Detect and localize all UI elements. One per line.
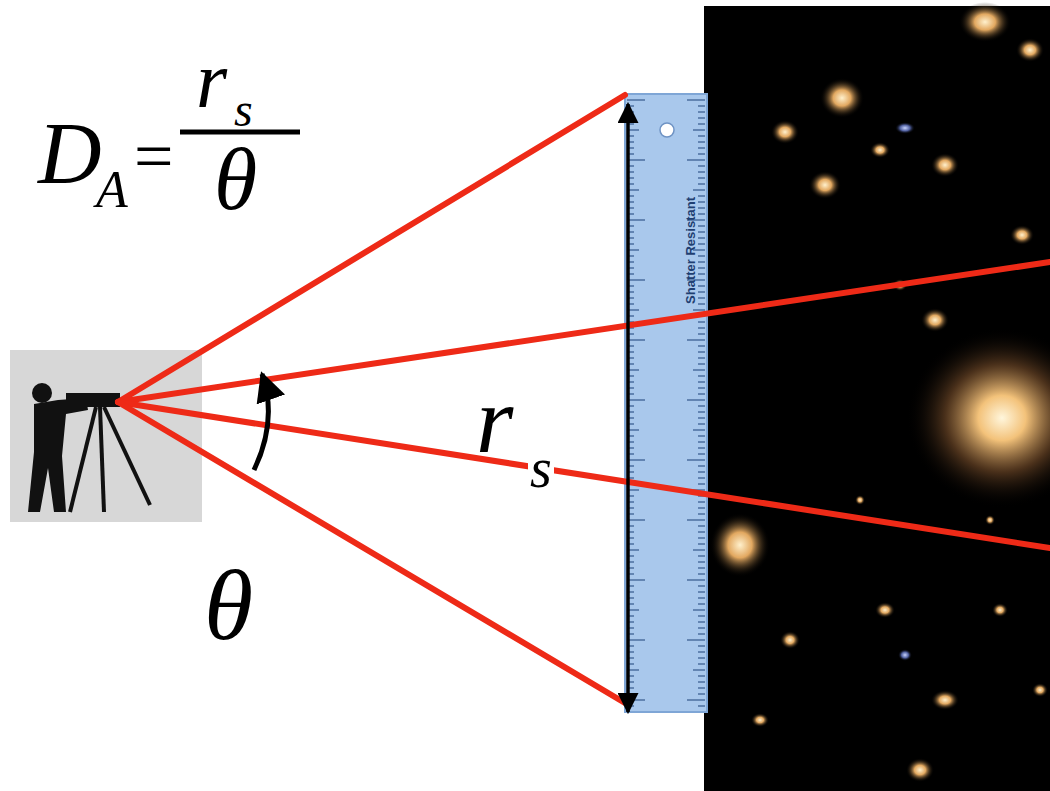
formula-subscript: A bbox=[96, 164, 128, 216]
size-arrow bbox=[626, 104, 630, 712]
sight-lines bbox=[118, 95, 1050, 703]
formula-symbol: θ bbox=[214, 136, 257, 224]
ruler-print: Shatter Resistant bbox=[683, 197, 696, 304]
formula-equals: = bbox=[134, 122, 173, 192]
angle-arc bbox=[254, 374, 268, 470]
ruler bbox=[625, 94, 707, 712]
angle-label: θ bbox=[204, 556, 253, 656]
size-label: r bbox=[476, 372, 513, 468]
size-subscript: s bbox=[528, 440, 554, 496]
formula-subscript: s bbox=[234, 86, 253, 134]
galaxies bbox=[710, 2, 1050, 782]
formula-symbol: D bbox=[38, 110, 102, 198]
formula-symbol: r bbox=[196, 40, 227, 120]
